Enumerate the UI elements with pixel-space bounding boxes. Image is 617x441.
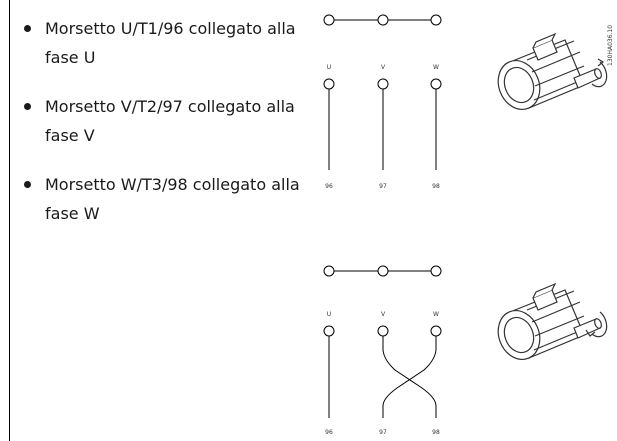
instruction-item: Morsetto W/T3/98 collegato alla fase W xyxy=(24,170,314,228)
instruction-item: Morsetto V/T2/97 collegato alla fase V xyxy=(24,92,314,150)
terminal-label-98: 98 xyxy=(432,183,440,190)
terminal-node-w xyxy=(430,78,442,90)
wiring-diagram-straight xyxy=(323,14,442,170)
bus-node xyxy=(430,14,442,26)
bullet-icon xyxy=(24,181,31,188)
bullet-icon xyxy=(24,103,31,110)
instruction-list: Morsetto U/T1/96 collegato alla fase U M… xyxy=(24,14,314,248)
phase-label-w: W xyxy=(433,64,439,71)
terminal-label-96: 96 xyxy=(325,429,333,436)
terminal-label-98: 98 xyxy=(432,429,440,436)
phase-label-u: U xyxy=(327,311,331,318)
terminal-node-v xyxy=(377,78,389,90)
motor-icon-clockwise xyxy=(497,32,608,110)
figure-code: 130HA036.10 xyxy=(607,25,614,66)
bus-node xyxy=(377,265,389,277)
terminal-label-97: 97 xyxy=(379,429,387,436)
wiring-diagram-crossed xyxy=(323,265,442,418)
bus-node xyxy=(377,14,389,26)
bus-node xyxy=(323,14,335,26)
bullet-icon xyxy=(24,25,31,32)
bus-node xyxy=(430,265,442,277)
motor-icon-counterclockwise xyxy=(497,282,608,360)
page-left-border xyxy=(9,0,10,441)
instruction-text: Morsetto W/T3/98 collegato alla fase W xyxy=(45,175,300,223)
wire-w-crossed xyxy=(382,336,437,418)
terminal-node-v xyxy=(377,325,389,337)
terminal-node-w xyxy=(430,325,442,337)
instruction-text: Morsetto V/T2/97 collegato alla fase V xyxy=(45,97,295,145)
terminal-node-u xyxy=(323,78,335,90)
instruction-text: Morsetto U/T1/96 collegato alla fase U xyxy=(45,19,296,67)
terminal-label-96: 96 xyxy=(325,183,333,190)
instruction-item: Morsetto U/T1/96 collegato alla fase U xyxy=(24,14,314,72)
phase-label-v: V xyxy=(381,64,386,71)
terminal-label-97: 97 xyxy=(379,183,387,190)
wire-v-crossed xyxy=(382,336,437,418)
phase-label-w: W xyxy=(433,311,439,318)
phase-label-u: U xyxy=(327,64,331,71)
phase-label-v: V xyxy=(381,311,386,318)
bus-node xyxy=(323,265,335,277)
terminal-node-u xyxy=(323,325,335,337)
